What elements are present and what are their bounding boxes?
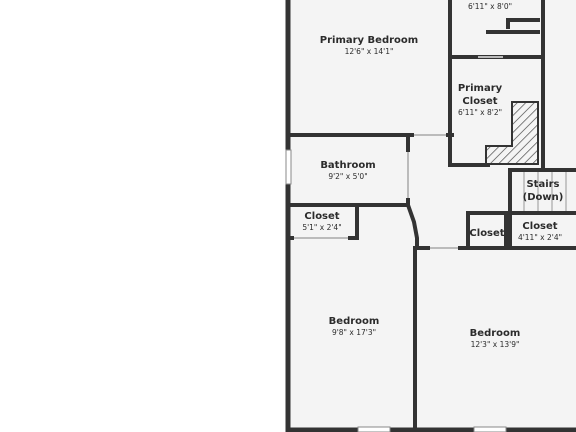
stairs-name-line2: (Down) <box>523 192 564 203</box>
closet-right-name: Closet <box>522 221 557 232</box>
windows <box>285 149 507 432</box>
primary-closet-dims: 6'11" x 8'2" <box>458 108 502 117</box>
bedroom-left-name: Bedroom <box>329 316 380 327</box>
closet-right-dims: 4'11" x 2'4" <box>518 233 562 242</box>
bathroom-name: Bathroom <box>320 160 375 171</box>
stairs-name-line1: Stairs <box>526 179 559 190</box>
primary-bedroom-dims: 12'6" x 14'1" <box>345 47 394 56</box>
room-labels: 6'11" x 8'0" Primary Bedroom 12'6" x 14'… <box>302 2 563 349</box>
floor-area <box>288 0 576 432</box>
stair-treads <box>523 172 567 211</box>
interior-walls <box>286 0 576 432</box>
door-openings <box>294 56 503 249</box>
primary-closet-name-line2: Closet <box>462 96 497 107</box>
primary-closet-name-line1: Primary <box>458 83 503 94</box>
bathroom-dims: 9'2" x 5'0" <box>328 172 367 181</box>
closet-left-name: Closet <box>304 211 339 222</box>
exterior-walls <box>285 0 576 432</box>
closet-left-dims: 5'1" x 2'4" <box>302 223 341 232</box>
closet-middle-name: Closet <box>469 228 504 239</box>
bedroom-left-dims: 9'8" x 17'3" <box>332 328 376 337</box>
top-room-dims: 6'11" x 8'0" <box>468 2 512 11</box>
primary-bedroom-name: Primary Bedroom <box>320 35 418 46</box>
bedroom-right-name: Bedroom <box>470 328 521 339</box>
bedroom-right-dims: 12'3" x 13'9" <box>471 340 520 349</box>
stair-outline <box>488 102 513 147</box>
